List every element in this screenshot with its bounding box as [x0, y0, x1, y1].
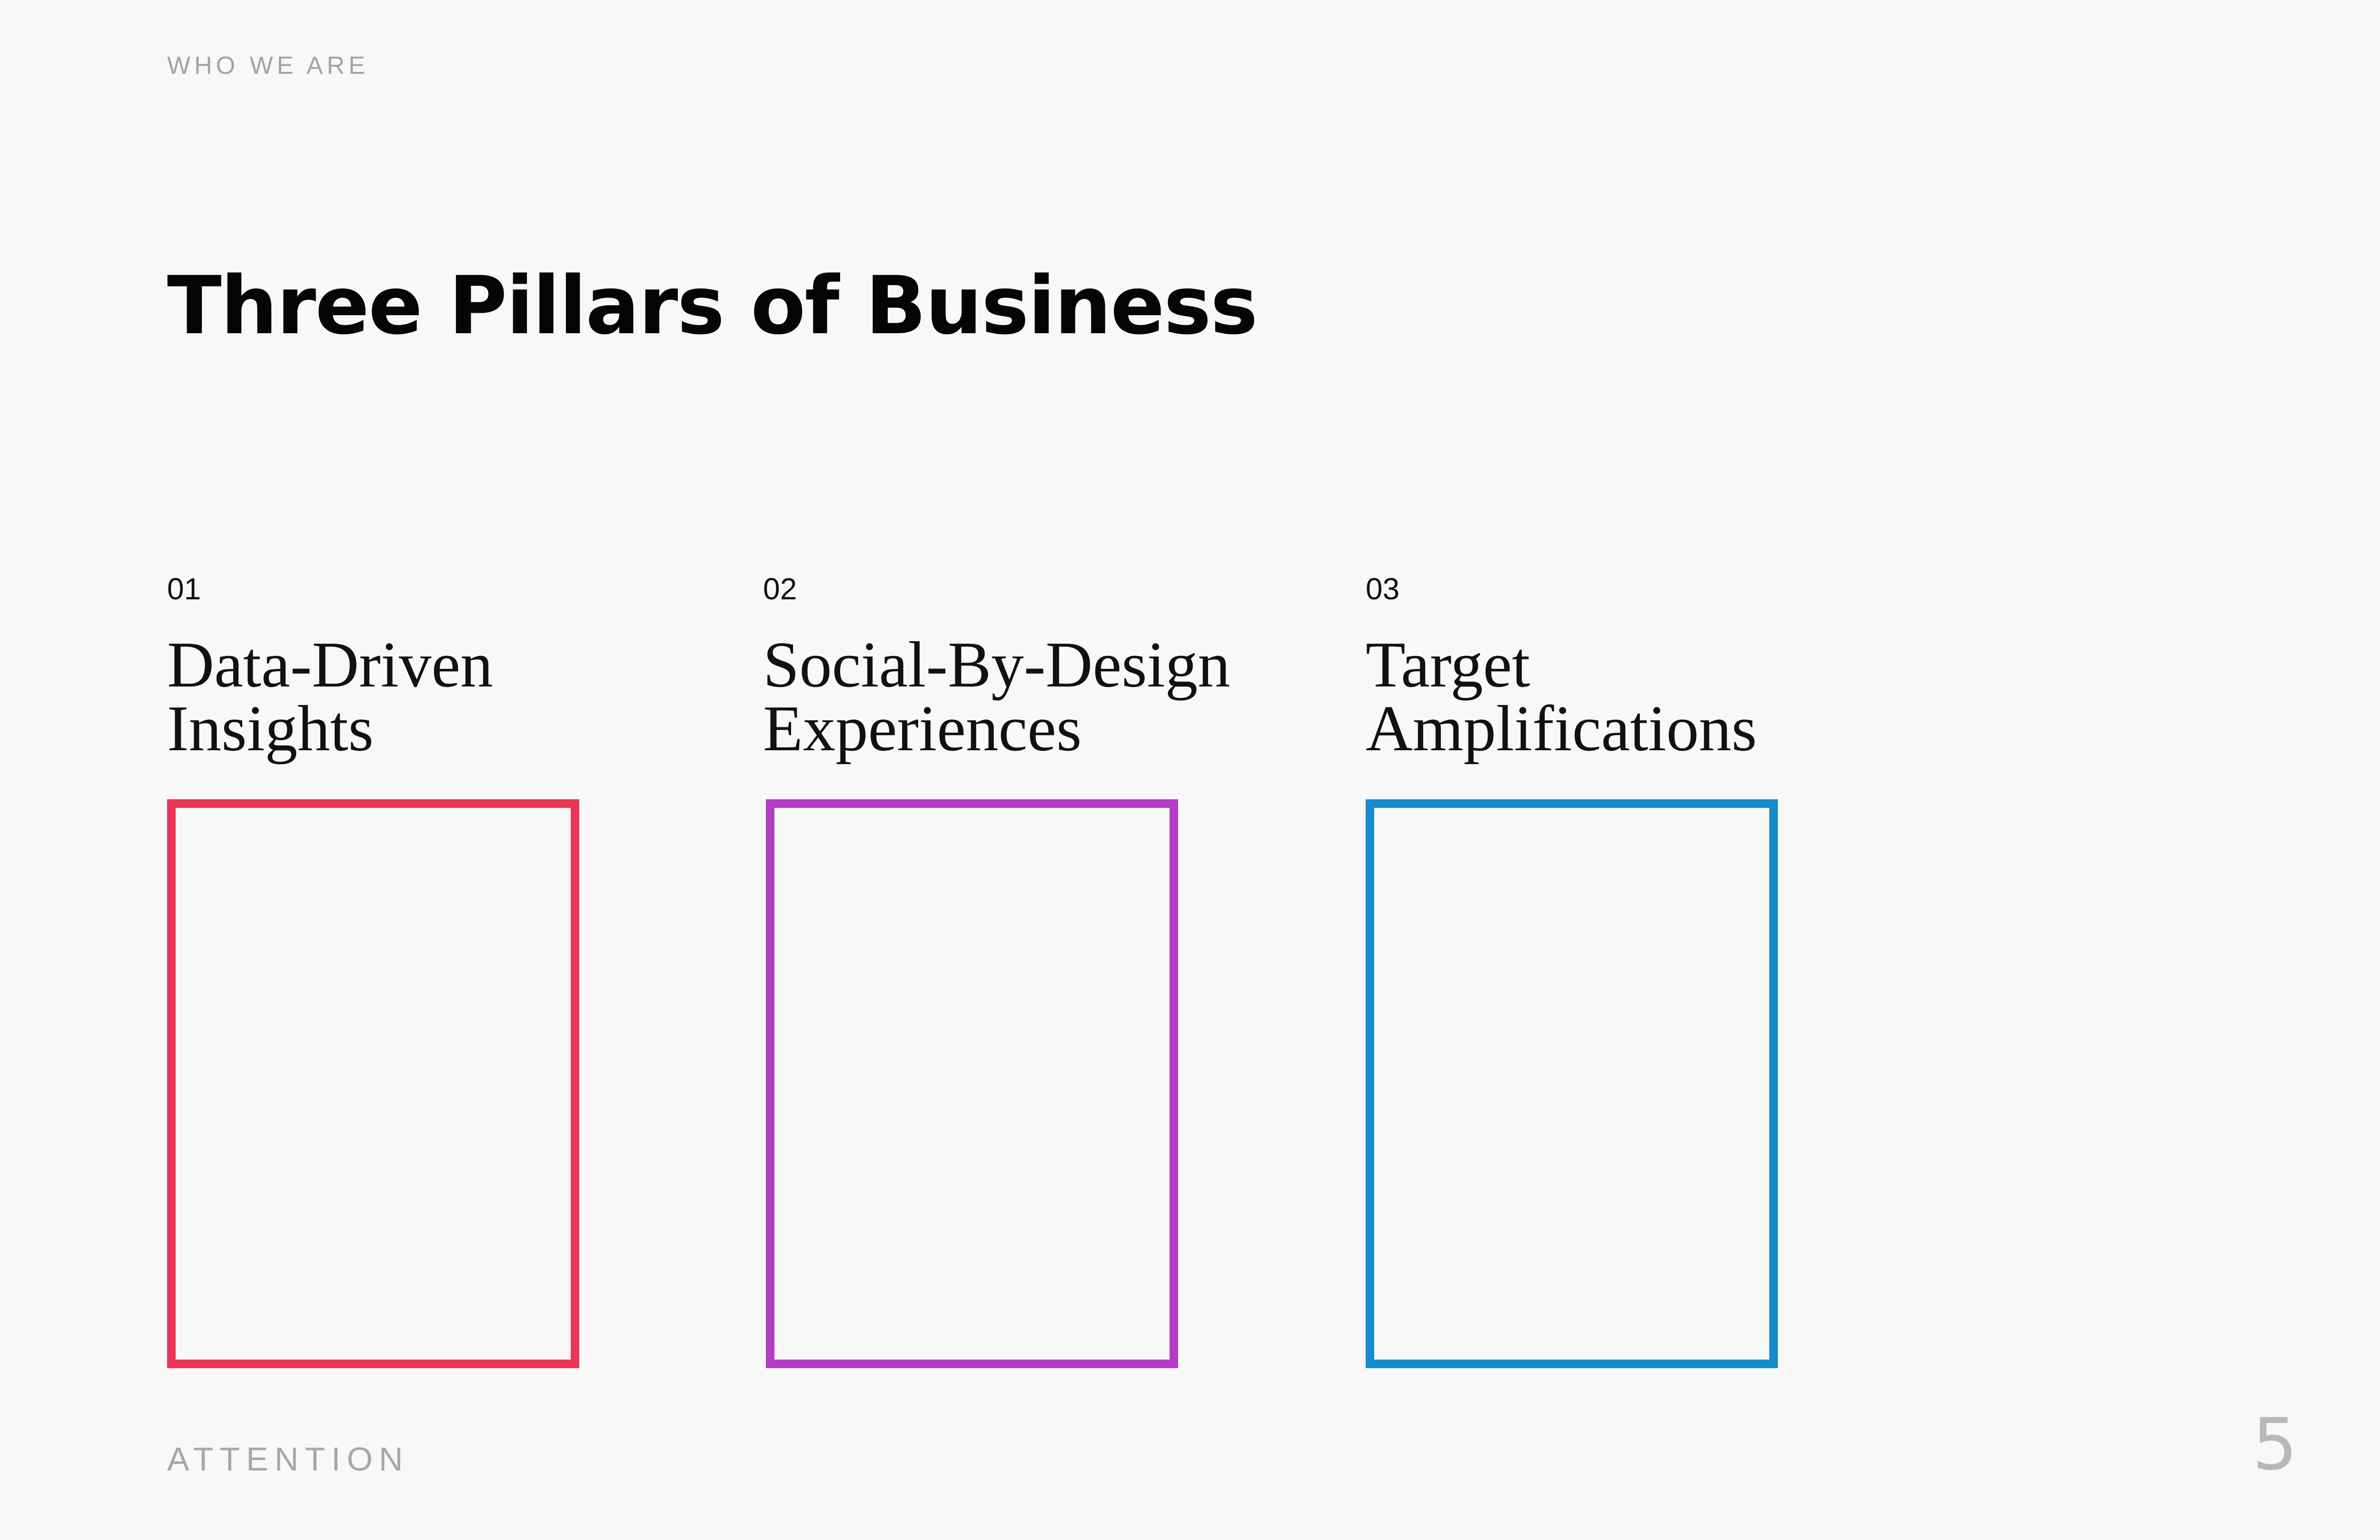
pillar-outline-box-data-driven-insights	[167, 799, 579, 1368]
pillar-title-line: Target	[1366, 628, 1530, 701]
pillar-title-line: Experiences	[763, 692, 1082, 765]
slide-title: Three Pillars of Business	[167, 258, 1258, 352]
pillar-social-by-design-experiences: 02 Social-By-Design Experiences	[763, 572, 1287, 761]
section-kicker: WHO WE ARE	[167, 52, 369, 79]
pillar-number: 01	[167, 572, 201, 606]
pillar-title: Social-By-Design Experiences	[763, 632, 1287, 761]
pillar-title: Data-Driven Insights	[167, 632, 691, 761]
pillar-outline-box-target-amplifications	[1366, 799, 1778, 1368]
page-number: 5	[2252, 1403, 2298, 1486]
footer-brand: ATTENTION	[167, 1441, 409, 1478]
pillar-target-amplifications: 03 Target Amplifications	[1366, 572, 1889, 761]
pillar-title-line: Data-Driven	[167, 628, 493, 701]
pillar-data-driven-insights: 01 Data-Driven Insights	[167, 572, 691, 761]
pillar-title-line: Social-By-Design	[763, 628, 1230, 701]
pillar-outline-box-social-by-design-experiences	[766, 799, 1178, 1368]
pillar-number: 02	[763, 572, 797, 606]
pillar-number: 03	[1366, 572, 1400, 606]
pillar-title-line: Amplifications	[1366, 692, 1757, 765]
pillar-title-line: Insights	[167, 692, 374, 765]
pillar-title: Target Amplifications	[1366, 632, 1889, 761]
